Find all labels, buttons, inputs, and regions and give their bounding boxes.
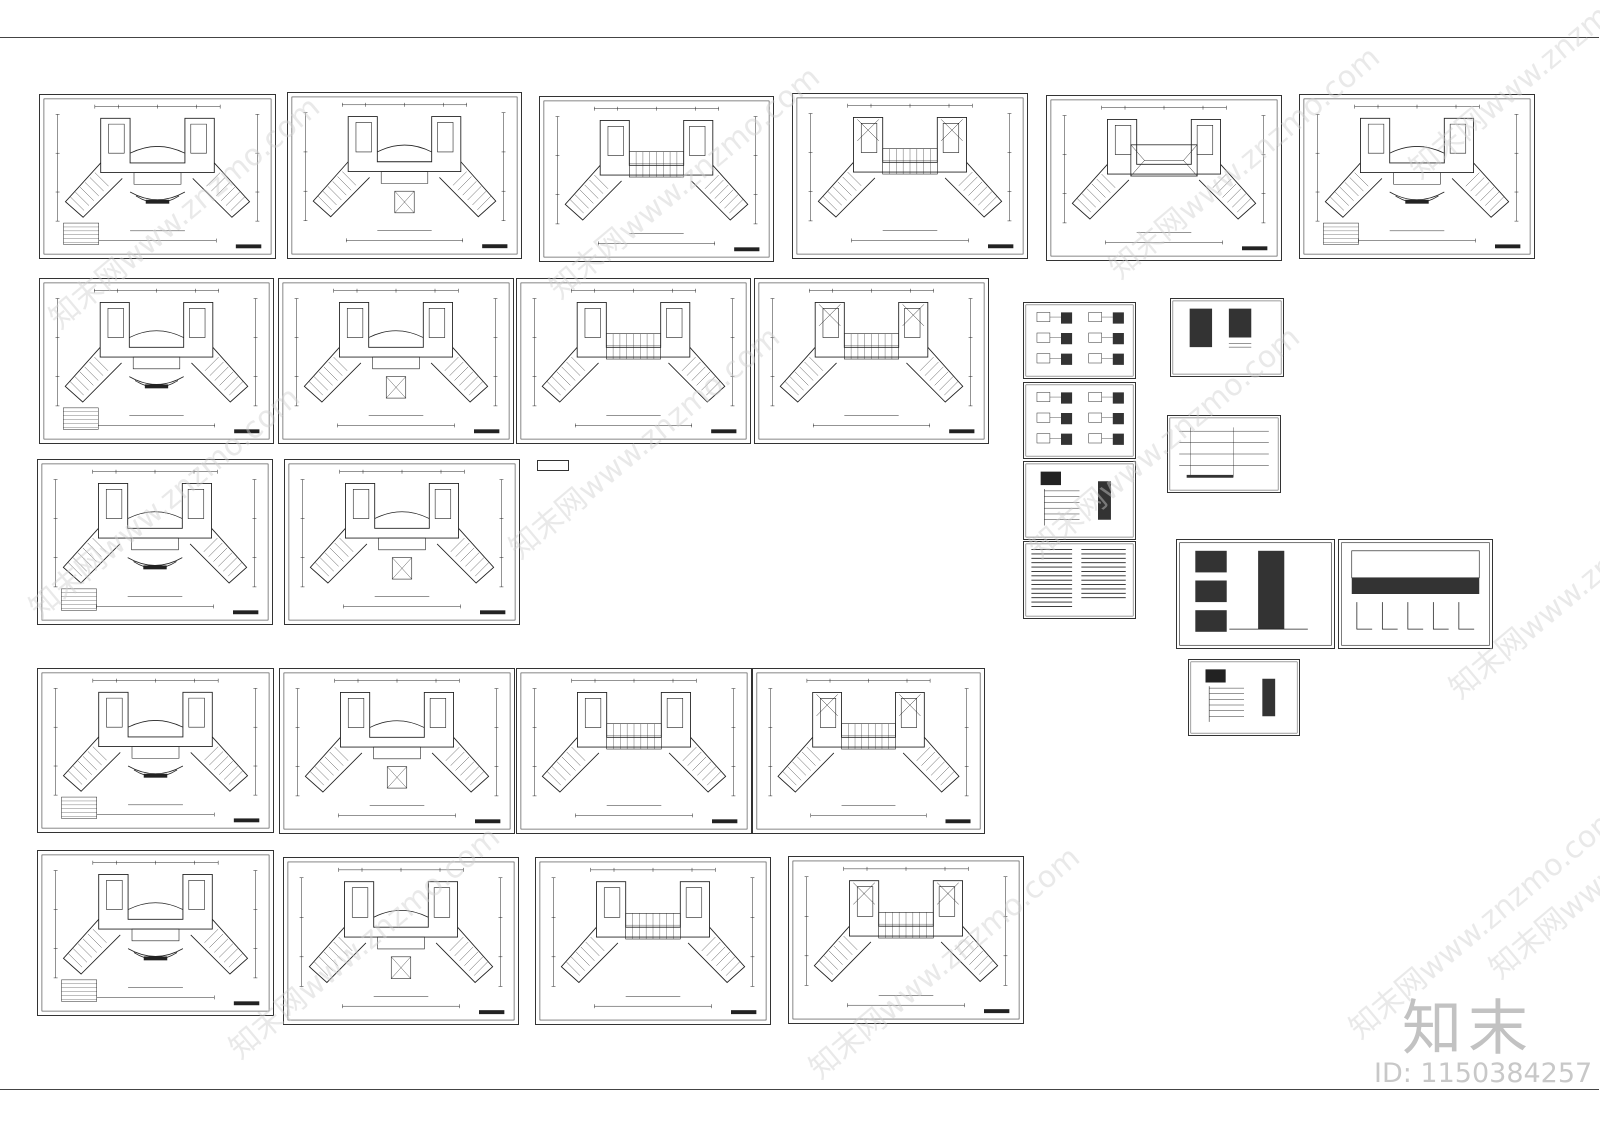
floor-plan-sheet xyxy=(792,93,1028,259)
floor-plan-drawing xyxy=(756,672,981,830)
floor-plan-drawing xyxy=(758,282,985,440)
floor-plan-sheet xyxy=(788,856,1024,1024)
floor-plan-sheet xyxy=(283,857,519,1025)
floor-plan-drawing xyxy=(1050,99,1278,257)
floor-plan-drawing xyxy=(282,282,510,440)
floor-plan-sheet xyxy=(287,92,522,259)
schematic-drawing xyxy=(1025,463,1134,538)
floor-plan-drawing xyxy=(287,861,515,1021)
floor-plan-drawing xyxy=(1303,98,1531,255)
floor-plan-drawing xyxy=(520,672,748,830)
schematic-sheet xyxy=(1023,382,1136,459)
floor-plan-drawing xyxy=(41,672,270,829)
schematic-sheet xyxy=(1338,539,1493,649)
floor-plan-drawing xyxy=(43,282,270,440)
floor-plan-drawing xyxy=(43,98,272,255)
drawing-canvas-frame xyxy=(0,37,1599,1090)
floor-plan-sheet xyxy=(279,668,515,834)
floor-plan-sheet xyxy=(39,278,274,444)
floor-plan-drawing xyxy=(543,100,770,258)
schematic-drawing xyxy=(1179,542,1332,646)
floor-plan-sheet xyxy=(37,459,273,625)
floor-plan-drawing xyxy=(792,860,1020,1020)
floor-plan-sheet xyxy=(535,857,771,1025)
floor-plan-drawing xyxy=(796,97,1024,255)
schematic-drawing xyxy=(1025,543,1134,617)
floor-plan-sheet xyxy=(1299,94,1535,259)
floor-plan-sheet xyxy=(37,668,274,833)
schematic-sheet xyxy=(1023,541,1136,619)
schematic-drawing xyxy=(1172,300,1282,375)
floor-plan-drawing xyxy=(539,861,767,1021)
floor-plan-sheet xyxy=(752,668,985,834)
floor-plan-drawing xyxy=(288,463,516,621)
schematic-sheet xyxy=(1188,659,1300,736)
schematic-sheet xyxy=(1023,461,1136,540)
schematic-drawing xyxy=(1025,304,1134,377)
floor-plan-sheet xyxy=(539,96,774,262)
brand-logo-mark: 知末 xyxy=(1402,994,1534,1064)
floor-plan-sheet xyxy=(754,278,989,444)
floor-plan-drawing xyxy=(41,463,269,621)
schematic-drawing xyxy=(1341,542,1490,646)
floor-plan-sheet xyxy=(278,278,514,444)
schematic-sheet xyxy=(1167,415,1281,493)
small-label-box xyxy=(537,460,569,471)
floor-plan-sheet xyxy=(1046,95,1282,261)
schematic-drawing xyxy=(1025,384,1134,457)
floor-plan-drawing xyxy=(283,672,511,830)
schematic-sheet xyxy=(1170,298,1284,377)
schematic-drawing xyxy=(1169,417,1279,491)
floor-plan-sheet xyxy=(37,850,274,1016)
floor-plan-sheet xyxy=(39,94,276,259)
floor-plan-sheet xyxy=(284,459,520,625)
schematic-sheet xyxy=(1176,539,1335,649)
schematic-drawing xyxy=(1190,661,1298,734)
floor-plan-drawing xyxy=(41,854,270,1012)
floor-plan-drawing xyxy=(520,282,747,440)
image-id-label: ID: 1150384257 xyxy=(1374,1058,1593,1089)
schematic-sheet xyxy=(1023,302,1136,379)
floor-plan-sheet xyxy=(516,668,752,834)
floor-plan-sheet xyxy=(516,278,751,444)
floor-plan-drawing xyxy=(291,96,518,255)
